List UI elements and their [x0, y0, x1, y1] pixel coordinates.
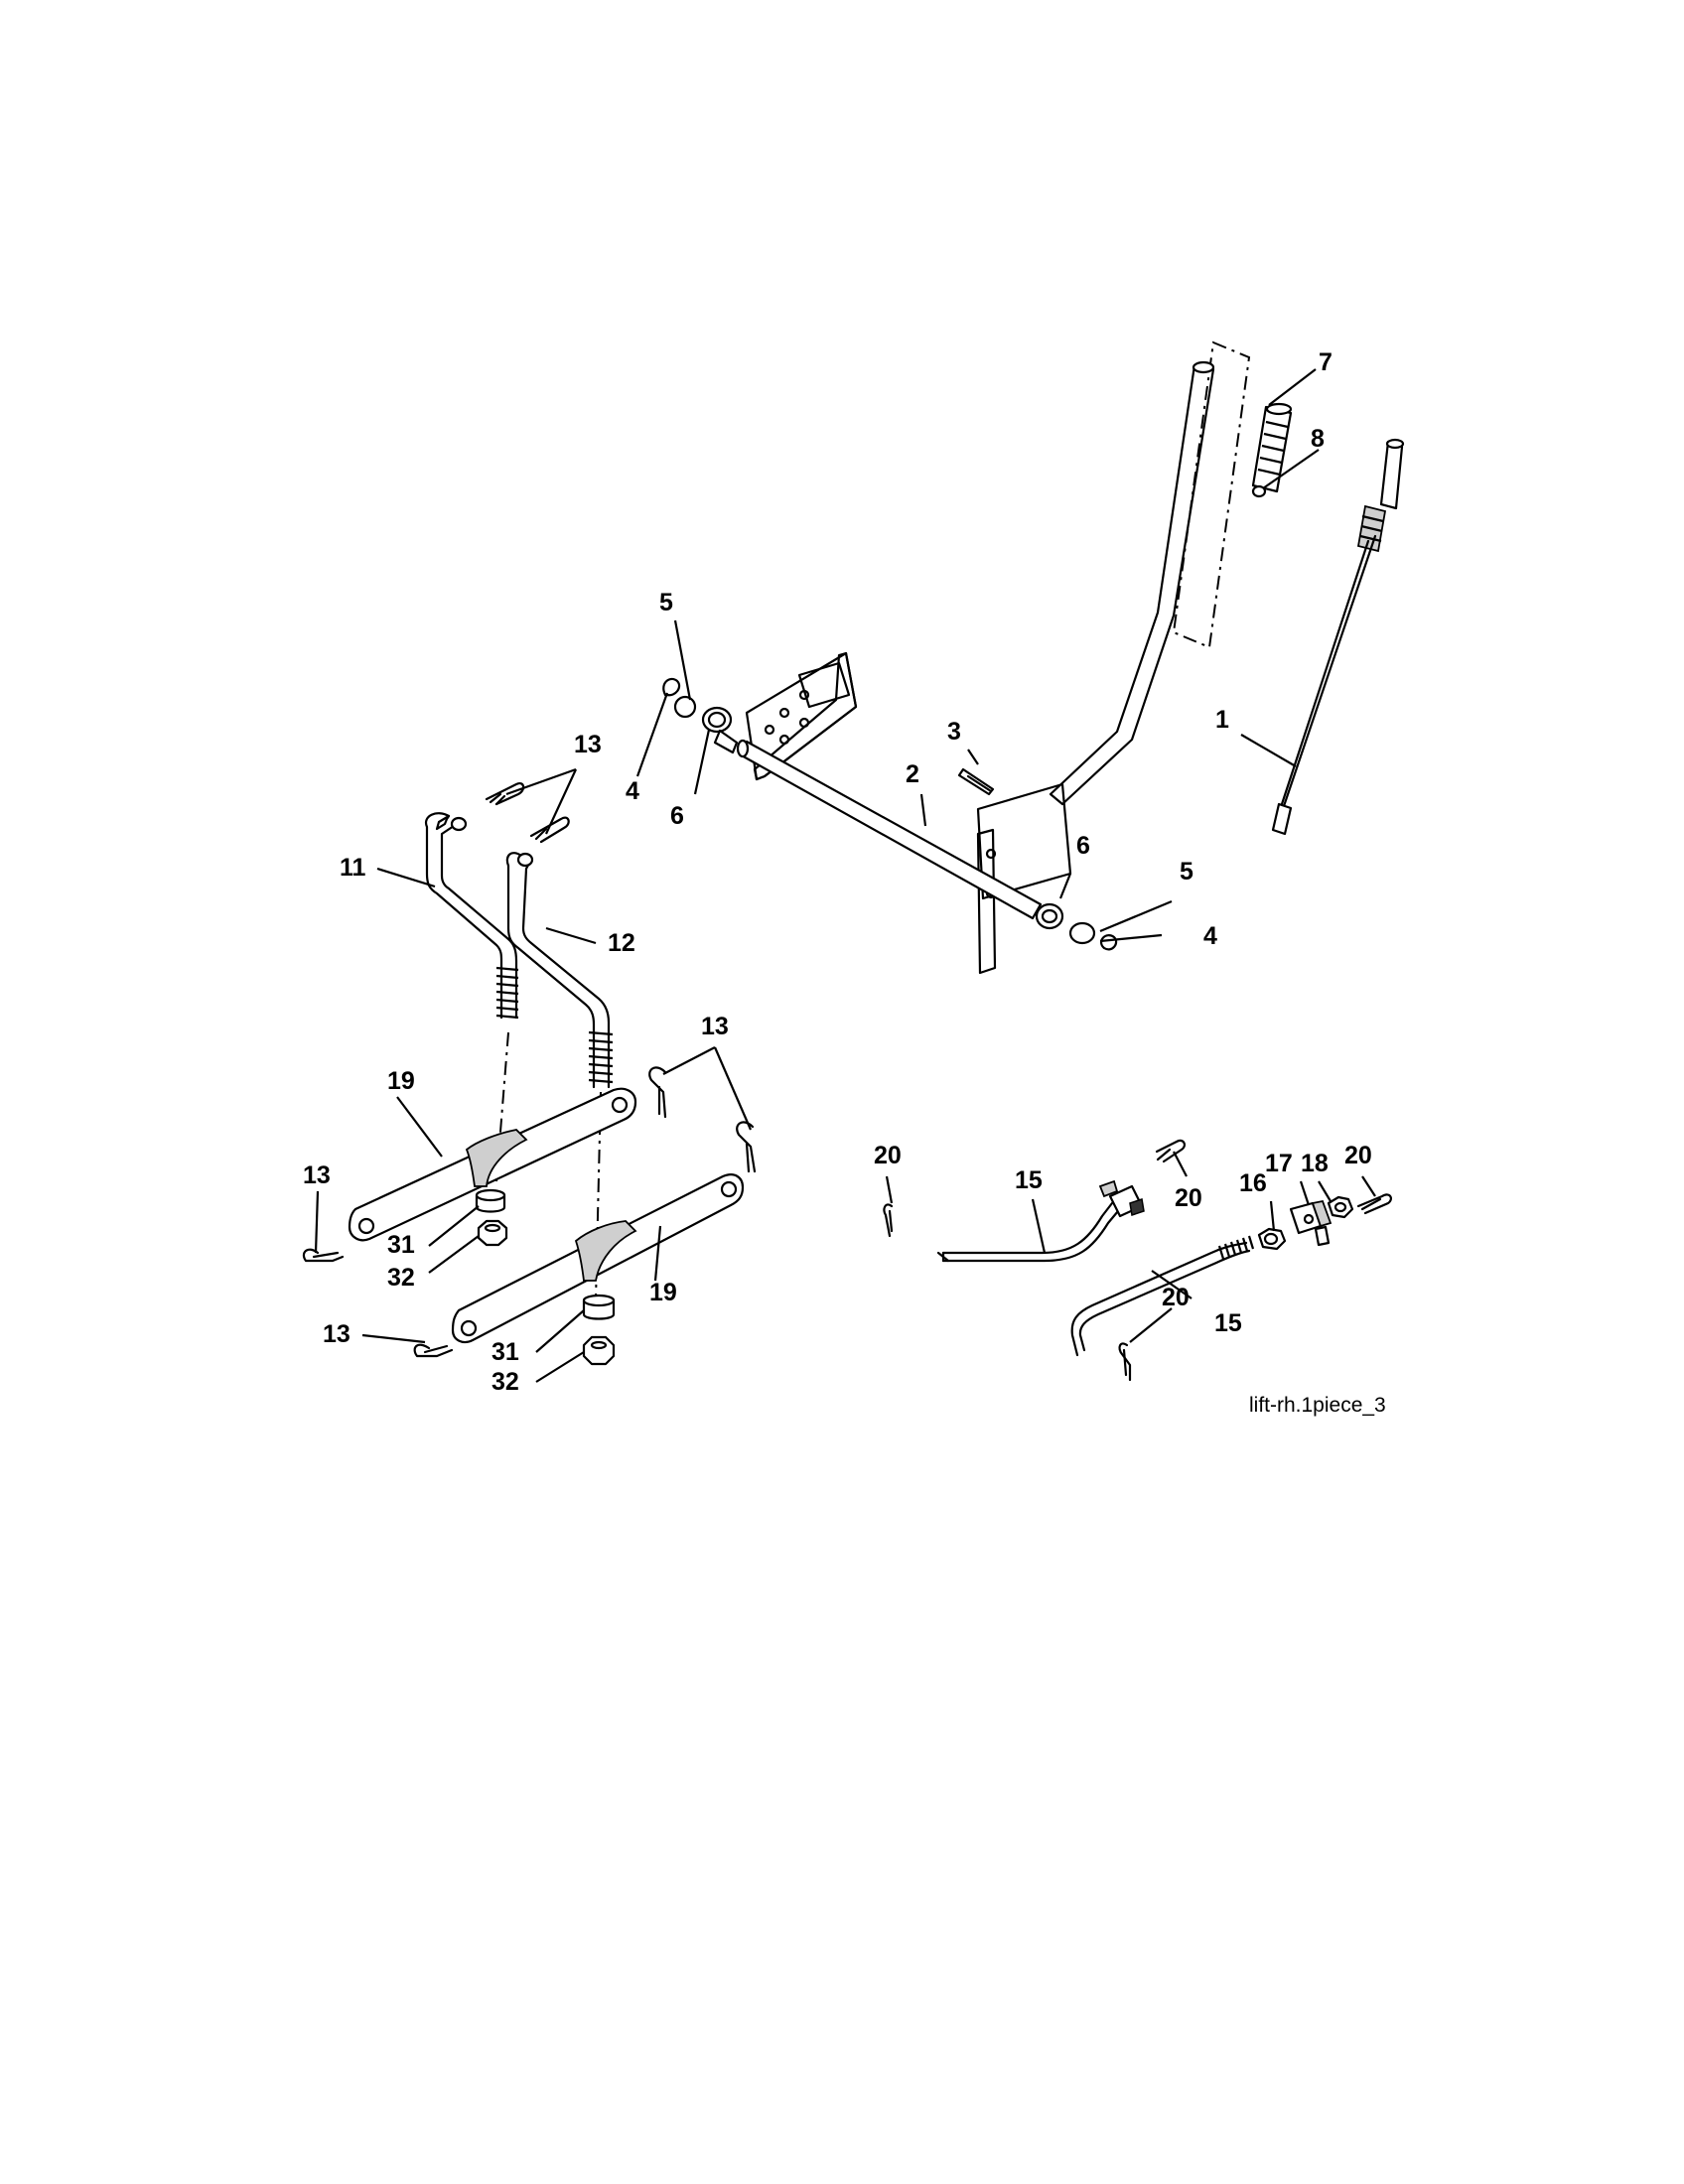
bushing-lower: [1035, 902, 1064, 930]
bushing-upper: [701, 706, 739, 754]
washer-lower: [1068, 921, 1096, 945]
trunnion-block: [1098, 1179, 1145, 1218]
callout-12: 12: [608, 929, 635, 957]
callout-20-upper-middle: 20: [1175, 1184, 1202, 1212]
callout-16: 16: [1239, 1169, 1267, 1197]
lift-strap-lower: [451, 1173, 745, 1344]
callout-20-left: 20: [874, 1142, 902, 1169]
trunnion-nut: [1327, 1195, 1354, 1219]
pivot-shaft: [736, 739, 1043, 920]
clip-bottom: [1118, 1342, 1132, 1382]
callout-4-upper: 4: [626, 777, 639, 805]
callout-labels: 1 2 3 4 4 5 5 6 6 7 8 11 12 13 13 13 13 …: [303, 348, 1372, 1396]
handle-collar: [1251, 484, 1267, 498]
cotter-pin: [957, 767, 995, 796]
jam-nut: [1257, 1227, 1287, 1251]
callout-6-upper: 6: [670, 802, 684, 830]
spacer-upper: [475, 1188, 506, 1213]
lift-link-right: [505, 852, 614, 1089]
link-thread-left: [495, 966, 519, 1020]
handle-grip: [1251, 402, 1293, 493]
lift-handle-tube: [1049, 363, 1215, 806]
callout-18: 18: [1301, 1150, 1329, 1177]
callout-20-bottom: 20: [1162, 1284, 1190, 1311]
callout-5-lower: 5: [1180, 858, 1193, 886]
link-thread-lower: [1217, 1235, 1255, 1260]
hairpin-clip-mid-b: [736, 1121, 757, 1173]
eclip-lower: [1099, 934, 1118, 951]
callout-6-lower: 6: [1076, 832, 1090, 860]
clip-left: [883, 1203, 894, 1238]
callout-4-lower: 4: [1203, 922, 1217, 950]
washer-upper: [673, 695, 697, 719]
clip-right: [1356, 1193, 1392, 1215]
callout-2: 2: [906, 760, 919, 788]
callout-31-upper: 31: [387, 1231, 415, 1259]
handle-side-plate: [976, 828, 997, 975]
callout-19-upper: 19: [387, 1067, 415, 1095]
callout-13-left: 13: [303, 1161, 331, 1189]
callout-1: 1: [1215, 706, 1229, 734]
hairpin-clip-mid-a: [648, 1066, 667, 1119]
callout-3: 3: [947, 718, 961, 746]
adjust-link-lower: [1070, 1235, 1255, 1357]
nut-upper: [477, 1219, 508, 1247]
callout-31-lower: 31: [491, 1338, 519, 1366]
nut-lower: [582, 1335, 616, 1366]
callout-7: 7: [1319, 348, 1333, 376]
callout-11: 11: [340, 854, 366, 882]
callout-19-lower: 19: [649, 1279, 677, 1306]
lift-strap-upper: [348, 1087, 637, 1242]
lift-release-rod: [1271, 438, 1405, 836]
callout-13-bottom: 13: [323, 1320, 351, 1348]
hairpin-clip-top-b: [529, 816, 570, 844]
lift-link-left: [424, 812, 519, 1020]
bracket-hole: [985, 848, 997, 860]
callout-32-upper: 32: [387, 1264, 415, 1292]
callout-32-lower: 32: [491, 1368, 519, 1396]
trunnion: [1289, 1199, 1333, 1247]
lift-handle-assembly: [976, 341, 1251, 975]
callout-17: 17: [1265, 1150, 1293, 1177]
hairpin-clip-top-a: [485, 782, 525, 806]
handle-tube-end: [1192, 360, 1215, 374]
callout-20-right: 20: [1344, 1142, 1372, 1169]
callout-8: 8: [1311, 425, 1325, 453]
mounting-plate: [745, 651, 858, 781]
link-thread-right: [588, 1030, 614, 1084]
callout-13-top: 13: [574, 731, 602, 758]
eclip-upper: [662, 677, 681, 697]
callout-15-lower: 15: [1214, 1309, 1242, 1337]
diagram-reference-code: lift-rh.1piece_3: [1249, 1394, 1386, 1417]
hairpin-clip-left: [302, 1248, 345, 1263]
hairpin-clip-bottom: [413, 1343, 454, 1358]
leader-lines: [314, 368, 1376, 1383]
spacer-lower: [582, 1294, 616, 1320]
clip-upper-middle: [1155, 1139, 1186, 1163]
callout-5-upper: 5: [659, 589, 673, 616]
callout-15-upper: 15: [1015, 1166, 1043, 1194]
callout-13-mid: 13: [701, 1013, 729, 1040]
